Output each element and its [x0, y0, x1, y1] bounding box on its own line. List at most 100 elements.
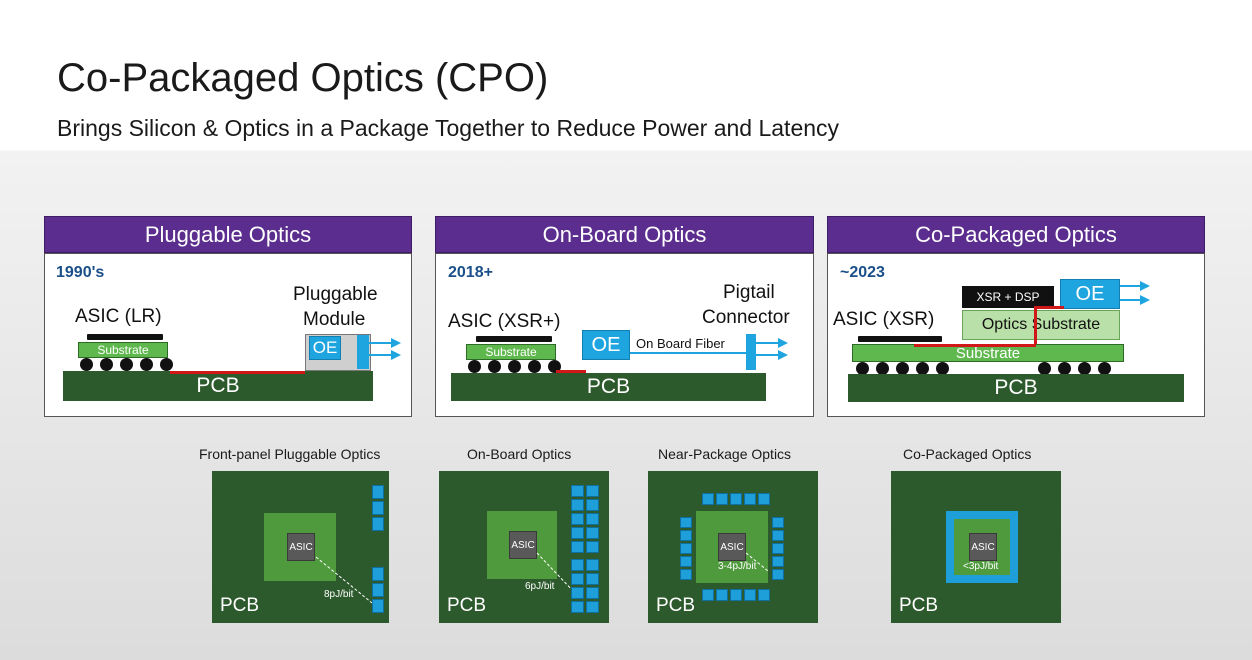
solder-ball [876, 362, 889, 375]
optics-module [730, 589, 742, 601]
distance-arrow [536, 552, 576, 594]
optics-module [680, 517, 692, 528]
solder-ball [468, 360, 481, 373]
solder-ball [916, 362, 929, 375]
optics-module [744, 589, 756, 601]
optics-module [586, 541, 599, 553]
optics-module [680, 530, 692, 541]
board-co-packaged: ASIC <3pJ/bit PCB [891, 471, 1061, 623]
optical-connector [357, 335, 369, 369]
optics-module [716, 589, 728, 601]
solder-ball [1038, 362, 1051, 375]
asic-chip: ASIC [718, 533, 746, 561]
arrow-right-icon [778, 350, 788, 360]
energy-label: 3-4pJ/bit [718, 561, 757, 572]
arrow-right-icon [778, 338, 788, 348]
optical-engine: OE [309, 336, 341, 360]
fiber-arrow [756, 342, 780, 344]
electrical-trace [1034, 306, 1064, 309]
optics-module [586, 601, 599, 613]
optics-module [571, 513, 584, 525]
optics-module [758, 589, 770, 601]
panel-header-co-packaged: Co-Packaged Optics [827, 216, 1205, 253]
solder-ball [548, 360, 561, 373]
energy-label: 8pJ/bit [324, 589, 354, 600]
energy-label: <3pJ/bit [963, 561, 999, 572]
panel-header-on-board: On-Board Optics [435, 216, 814, 253]
solder-ball [140, 358, 153, 371]
optics-module [571, 601, 584, 613]
optics-module [372, 567, 384, 581]
electrical-trace [1034, 306, 1037, 344]
optics-module [372, 599, 384, 613]
optics-module [772, 569, 784, 580]
optics-module [372, 583, 384, 597]
pcb-label: PCB [220, 595, 260, 616]
optical-engine: OE [1060, 279, 1120, 309]
optics-module [680, 569, 692, 580]
page-title: Co-Packaged Optics (CPO) [57, 56, 549, 100]
optics-module [586, 485, 599, 497]
year-label: 2018+ [448, 264, 493, 281]
optics-module [758, 493, 770, 505]
panel-on-board: 2018+ ASIC (XSR+) Pigtail Connector Subs… [435, 253, 814, 417]
solder-ball [120, 358, 133, 371]
optics-module [372, 517, 384, 531]
solder-ball [1058, 362, 1071, 375]
asic-die [87, 334, 163, 340]
solder-ball [508, 360, 521, 373]
optics-module [571, 527, 584, 539]
year-label: ~2023 [840, 264, 885, 281]
fiber-arrow [369, 342, 393, 344]
fiber-arrow [1120, 299, 1142, 301]
optics-module [772, 556, 784, 567]
optics-module [702, 493, 714, 505]
asic-chip: ASIC [509, 531, 537, 559]
energy-label: 6pJ/bit [525, 581, 555, 592]
module-label-line1: Pluggable [293, 284, 378, 305]
optics-module [586, 513, 599, 525]
substrate: Substrate [466, 344, 556, 360]
optics-module [730, 493, 742, 505]
pcb-label: PCB [656, 595, 696, 616]
arrow-right-icon [1140, 295, 1150, 305]
asic-die [858, 336, 942, 342]
panel-co-packaged: ~2023 ASIC (XSR) XSR + DSP OE Optics Sub… [827, 253, 1205, 417]
optics-module [702, 589, 714, 601]
board-caption: Front-panel Pluggable Optics [199, 446, 381, 462]
distance-arrow [315, 556, 373, 604]
module-label-line2: Module [303, 309, 366, 330]
optics-module [772, 530, 784, 541]
board-on-board: ASIC 6pJ/bit PCB [439, 471, 609, 623]
asic-label: ASIC (XSR) [833, 309, 935, 330]
asic-chip: ASIC [287, 533, 315, 561]
optics-module [571, 541, 584, 553]
solder-ball [896, 362, 909, 375]
optical-engine: OE [582, 330, 630, 360]
solder-ball [856, 362, 869, 375]
board-caption: Near-Package Optics [658, 446, 792, 462]
solder-ball [160, 358, 173, 371]
panel-pluggable: 1990's ASIC (LR) Pluggable Module Substr… [44, 253, 412, 417]
connector-label-line1: Pigtail [723, 282, 775, 303]
pcb-label: PCB [447, 595, 487, 616]
solder-ball [80, 358, 93, 371]
board-caption: On-Board Optics [467, 446, 572, 462]
asic-label: ASIC (LR) [75, 306, 162, 327]
fiber-arrow [369, 354, 393, 356]
arrow-right-icon [391, 350, 401, 360]
connector-label-line2: Connector [702, 307, 790, 328]
pigtail-connector [746, 334, 756, 370]
asic-die [476, 336, 552, 342]
arrow-right-icon [391, 338, 401, 348]
asic-label: ASIC (XSR+) [448, 311, 561, 332]
pcb-board: PCB [63, 371, 373, 401]
year-label: 1990's [56, 264, 105, 281]
fiber-label: On Board Fiber [636, 336, 725, 351]
optics-module [716, 493, 728, 505]
optics-module [680, 556, 692, 567]
optics-module [586, 573, 599, 585]
board-front-panel-pluggable: ASIC 8pJ/bit PCB [212, 471, 389, 623]
fiber-arrow [1120, 285, 1142, 287]
arrow-right-icon [1140, 281, 1150, 291]
